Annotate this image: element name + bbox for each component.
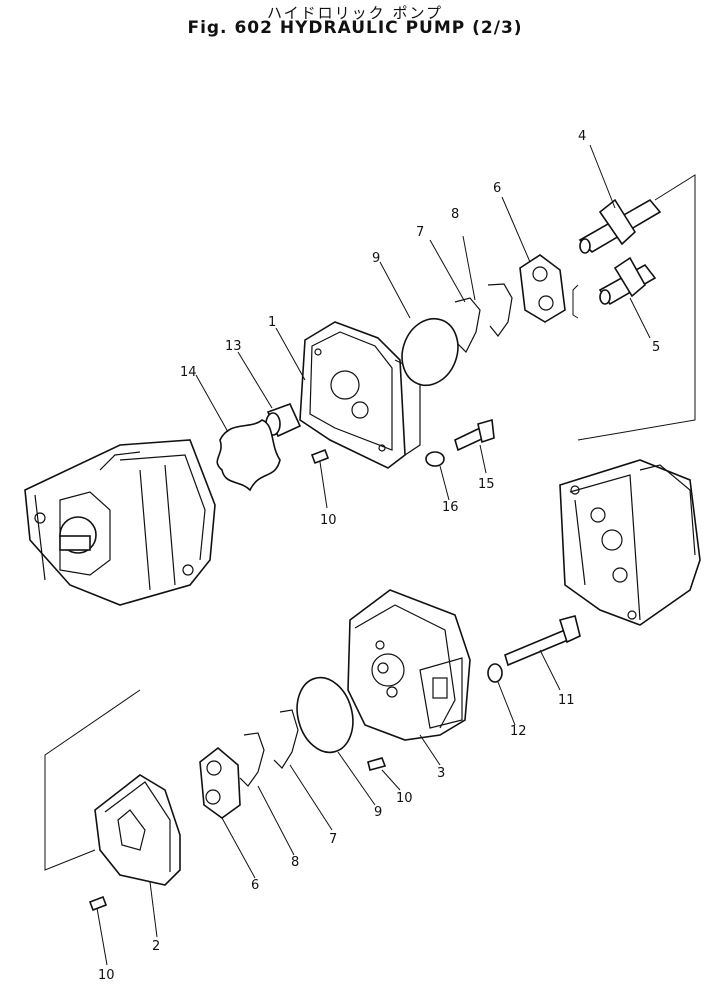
part-2-flange (94, 774, 181, 886)
callout-6-lower: 6 (251, 878, 259, 893)
callout-6-upper: 6 (493, 181, 501, 196)
callout-10-bottom: 10 (98, 968, 115, 983)
callout-10-mid: 10 (320, 513, 337, 528)
callout-3: 3 (437, 766, 445, 781)
part-5-driven-gear (598, 256, 657, 306)
assembly-bracket-lower-left (44, 689, 141, 871)
callout-13: 13 (225, 339, 242, 354)
figure-title: Fig. 602 HYDRAULIC PUMP (2/3) (187, 18, 523, 38)
callout-9-upper: 9 (372, 251, 380, 266)
callout-7-lower: 7 (329, 832, 337, 847)
part-14-gasket (216, 419, 281, 492)
callout-8-upper: 8 (451, 207, 459, 222)
part-7-clip-upper (454, 297, 481, 354)
part-4-drive-gear (578, 198, 662, 254)
callout-5: 5 (652, 340, 660, 355)
callout-11: 11 (558, 693, 575, 708)
part-10-pin-lower (367, 757, 387, 771)
part-6-bearing-plate-lower (199, 746, 241, 819)
part-9-oring-lower (296, 676, 354, 754)
part-3-housing (347, 589, 471, 741)
callout-10-lower: 10 (396, 791, 413, 806)
part-8-clip-lower (239, 732, 265, 787)
part-6-bearing-plate-upper (519, 254, 566, 323)
pump-body-left (24, 439, 216, 606)
part-11-long-bolt (504, 615, 581, 667)
callout-7-upper: 7 (416, 225, 424, 240)
callout-14: 14 (180, 365, 197, 380)
callout-1: 1 (268, 315, 276, 330)
callout-9-lower: 9 (374, 805, 382, 820)
callout-2: 2 (152, 939, 160, 954)
part-7-clip-lower (273, 709, 299, 769)
part-9-oring-upper (401, 317, 459, 387)
callout-12: 12 (510, 724, 527, 739)
part-10-pin-bottom (88, 895, 108, 912)
callout-4: 4 (578, 129, 586, 144)
part-10-pin-mid (310, 448, 330, 465)
part-12-snap-ring (487, 663, 503, 683)
title-japanese: ハイドロリック ポンプ (266, 4, 444, 22)
pump-body-right (559, 459, 701, 626)
part-15-bolt-short (454, 418, 495, 452)
callout-8-lower: 8 (291, 855, 299, 870)
callout-16: 16 (442, 500, 459, 515)
part-16-snap-ring (425, 451, 445, 467)
callout-15: 15 (478, 477, 495, 492)
part-1-plate (299, 321, 421, 469)
assembly-bracket-upper-right (572, 174, 696, 441)
part-8-clip-upper (487, 283, 513, 337)
leader-lines (96, 144, 651, 966)
